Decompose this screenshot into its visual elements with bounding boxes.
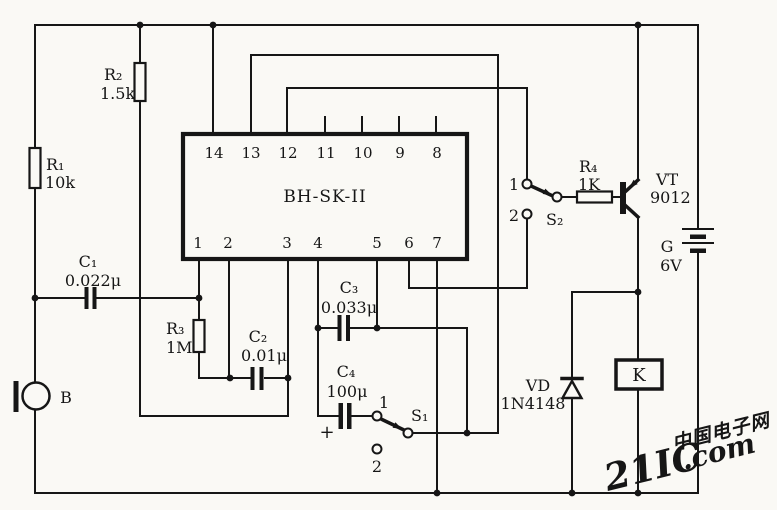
ic-bh-sk-ii: BH-SK-II 14 13 12 11 10 9 8 1 2 3 4 5 6 …	[180, 131, 470, 262]
battery-g: G 6V	[660, 228, 714, 275]
resistor-r3: R₃ 1M	[166, 318, 206, 357]
resistor-r1: R₁ 10k	[28, 146, 75, 192]
vt-value: 9012	[650, 188, 691, 207]
ic-pin-13: 13	[241, 144, 260, 162]
r2-value: 1.5k	[100, 84, 135, 103]
wire-collector	[623, 203, 641, 220]
vd-triangle	[560, 378, 584, 400]
wire-pin-stubs	[324, 116, 437, 135]
ic-pin-11: 11	[316, 144, 335, 162]
relay-ref: K	[632, 365, 646, 386]
ic-pin-2: 2	[223, 234, 233, 252]
ic-pin-14: 14	[204, 144, 223, 162]
vt-base-bar	[620, 182, 626, 214]
ic-pin-numbers-bottom: 1 2 3 4 5 6 7	[193, 234, 442, 252]
switch-s1: 1 2 S₁	[371, 393, 428, 476]
ic-pin-12: 12	[278, 144, 297, 162]
s1-ref: S₁	[411, 406, 428, 425]
junction-dots	[31, 21, 642, 497]
ic-pin-4: 4	[313, 234, 323, 252]
r2-ref: R₂	[104, 65, 122, 84]
vd-value: 1N4148	[501, 394, 566, 413]
battery-value: 6V	[660, 256, 682, 275]
c3-ref: C₃	[340, 278, 359, 297]
ic-pin-7: 7	[432, 234, 442, 252]
r3-ref: R₃	[166, 319, 184, 338]
ic-label: BH-SK-II	[283, 187, 366, 207]
r3-value: 1M	[166, 338, 193, 357]
ic-body	[180, 131, 470, 262]
relay-body	[614, 358, 664, 391]
c1-value: 0.022μ	[65, 271, 121, 290]
s2-pos2-label: 2	[509, 206, 519, 225]
battery-ref: G	[661, 237, 674, 256]
ic-pin-3: 3	[282, 234, 292, 252]
ic-pin-8: 8	[432, 144, 442, 162]
s1-contact-2	[371, 443, 383, 455]
s2-arm-arrow-icon	[542, 188, 552, 195]
wire-pin12-to-s2	[286, 87, 528, 181]
wire-pin6-to-s2pos2	[408, 218, 528, 289]
mic-ref: B	[60, 388, 72, 407]
ic-pin-9: 9	[395, 144, 405, 162]
wire-r2-branch	[139, 24, 289, 417]
s1-contact-1	[371, 410, 383, 422]
relay-k: K	[614, 358, 664, 391]
ic-pin-1: 1	[193, 234, 203, 252]
wire-c3-right	[350, 327, 468, 434]
r4-value: 1K	[578, 175, 601, 194]
microphone-b: B	[13, 381, 72, 412]
switch-s2: 1 2 S₂	[509, 175, 563, 229]
battery-plate-short-1	[690, 234, 706, 239]
s1-arm-arrow-icon	[392, 422, 402, 429]
s1-pos2-label: 2	[372, 457, 382, 476]
diode-vd: VD 1N4148	[501, 376, 584, 413]
resistor-r2: R₂ 1.5k	[100, 61, 147, 103]
s1-pos1-label: 1	[379, 393, 389, 412]
s2-contact-1	[521, 178, 533, 190]
s1-pole	[402, 427, 414, 439]
battery-plate-short-2	[690, 248, 706, 253]
r4-ref: R₄	[579, 157, 597, 176]
capacitor-c3: C₃ 0.033μ	[321, 278, 377, 341]
capacitor-c1: C₁ 0.022μ	[65, 252, 121, 309]
s2-ref: S₂	[546, 210, 563, 229]
mic-bar	[13, 381, 19, 412]
wire-pin4-c4	[317, 258, 373, 417]
vt-emitter-arrow-icon	[629, 179, 638, 188]
capacitor-c2: C₂ 0.01μ	[241, 327, 287, 390]
mic-body	[21, 381, 51, 411]
resistor-r4: R₄ 1K	[575, 157, 614, 204]
ic-pin-numbers-top: 14 13 12 11 10 9 8	[204, 144, 441, 162]
c4-value: 100μ	[327, 382, 368, 401]
s2-pos1-label: 1	[509, 175, 519, 194]
s2-contact-2	[521, 208, 533, 220]
c3-value: 0.033μ	[321, 298, 377, 317]
ic-pin-5: 5	[372, 234, 382, 252]
capacitor-c4-electrolytic: C₄ 100μ +	[319, 362, 367, 443]
vd-ref: VD	[525, 376, 550, 395]
vt-ref: VT	[655, 170, 679, 189]
wires	[34, 24, 699, 494]
r1-ref: R₁	[46, 155, 64, 174]
c4-ref: C₄	[337, 362, 356, 381]
wire-collector-node	[571, 216, 639, 494]
ic-pin-6: 6	[404, 234, 414, 252]
c2-value: 0.01μ	[241, 346, 287, 365]
c1-ref: C₁	[79, 252, 98, 271]
r1-value: 10k	[45, 173, 75, 192]
c2-ref: C₂	[249, 327, 268, 346]
s2-pole	[551, 191, 563, 203]
transistor-vt: VT 9012	[620, 170, 691, 214]
wire-pin13-to-s1	[250, 54, 499, 434]
c4-plus-sign: +	[319, 422, 334, 443]
ic-pin-10: 10	[353, 144, 372, 162]
